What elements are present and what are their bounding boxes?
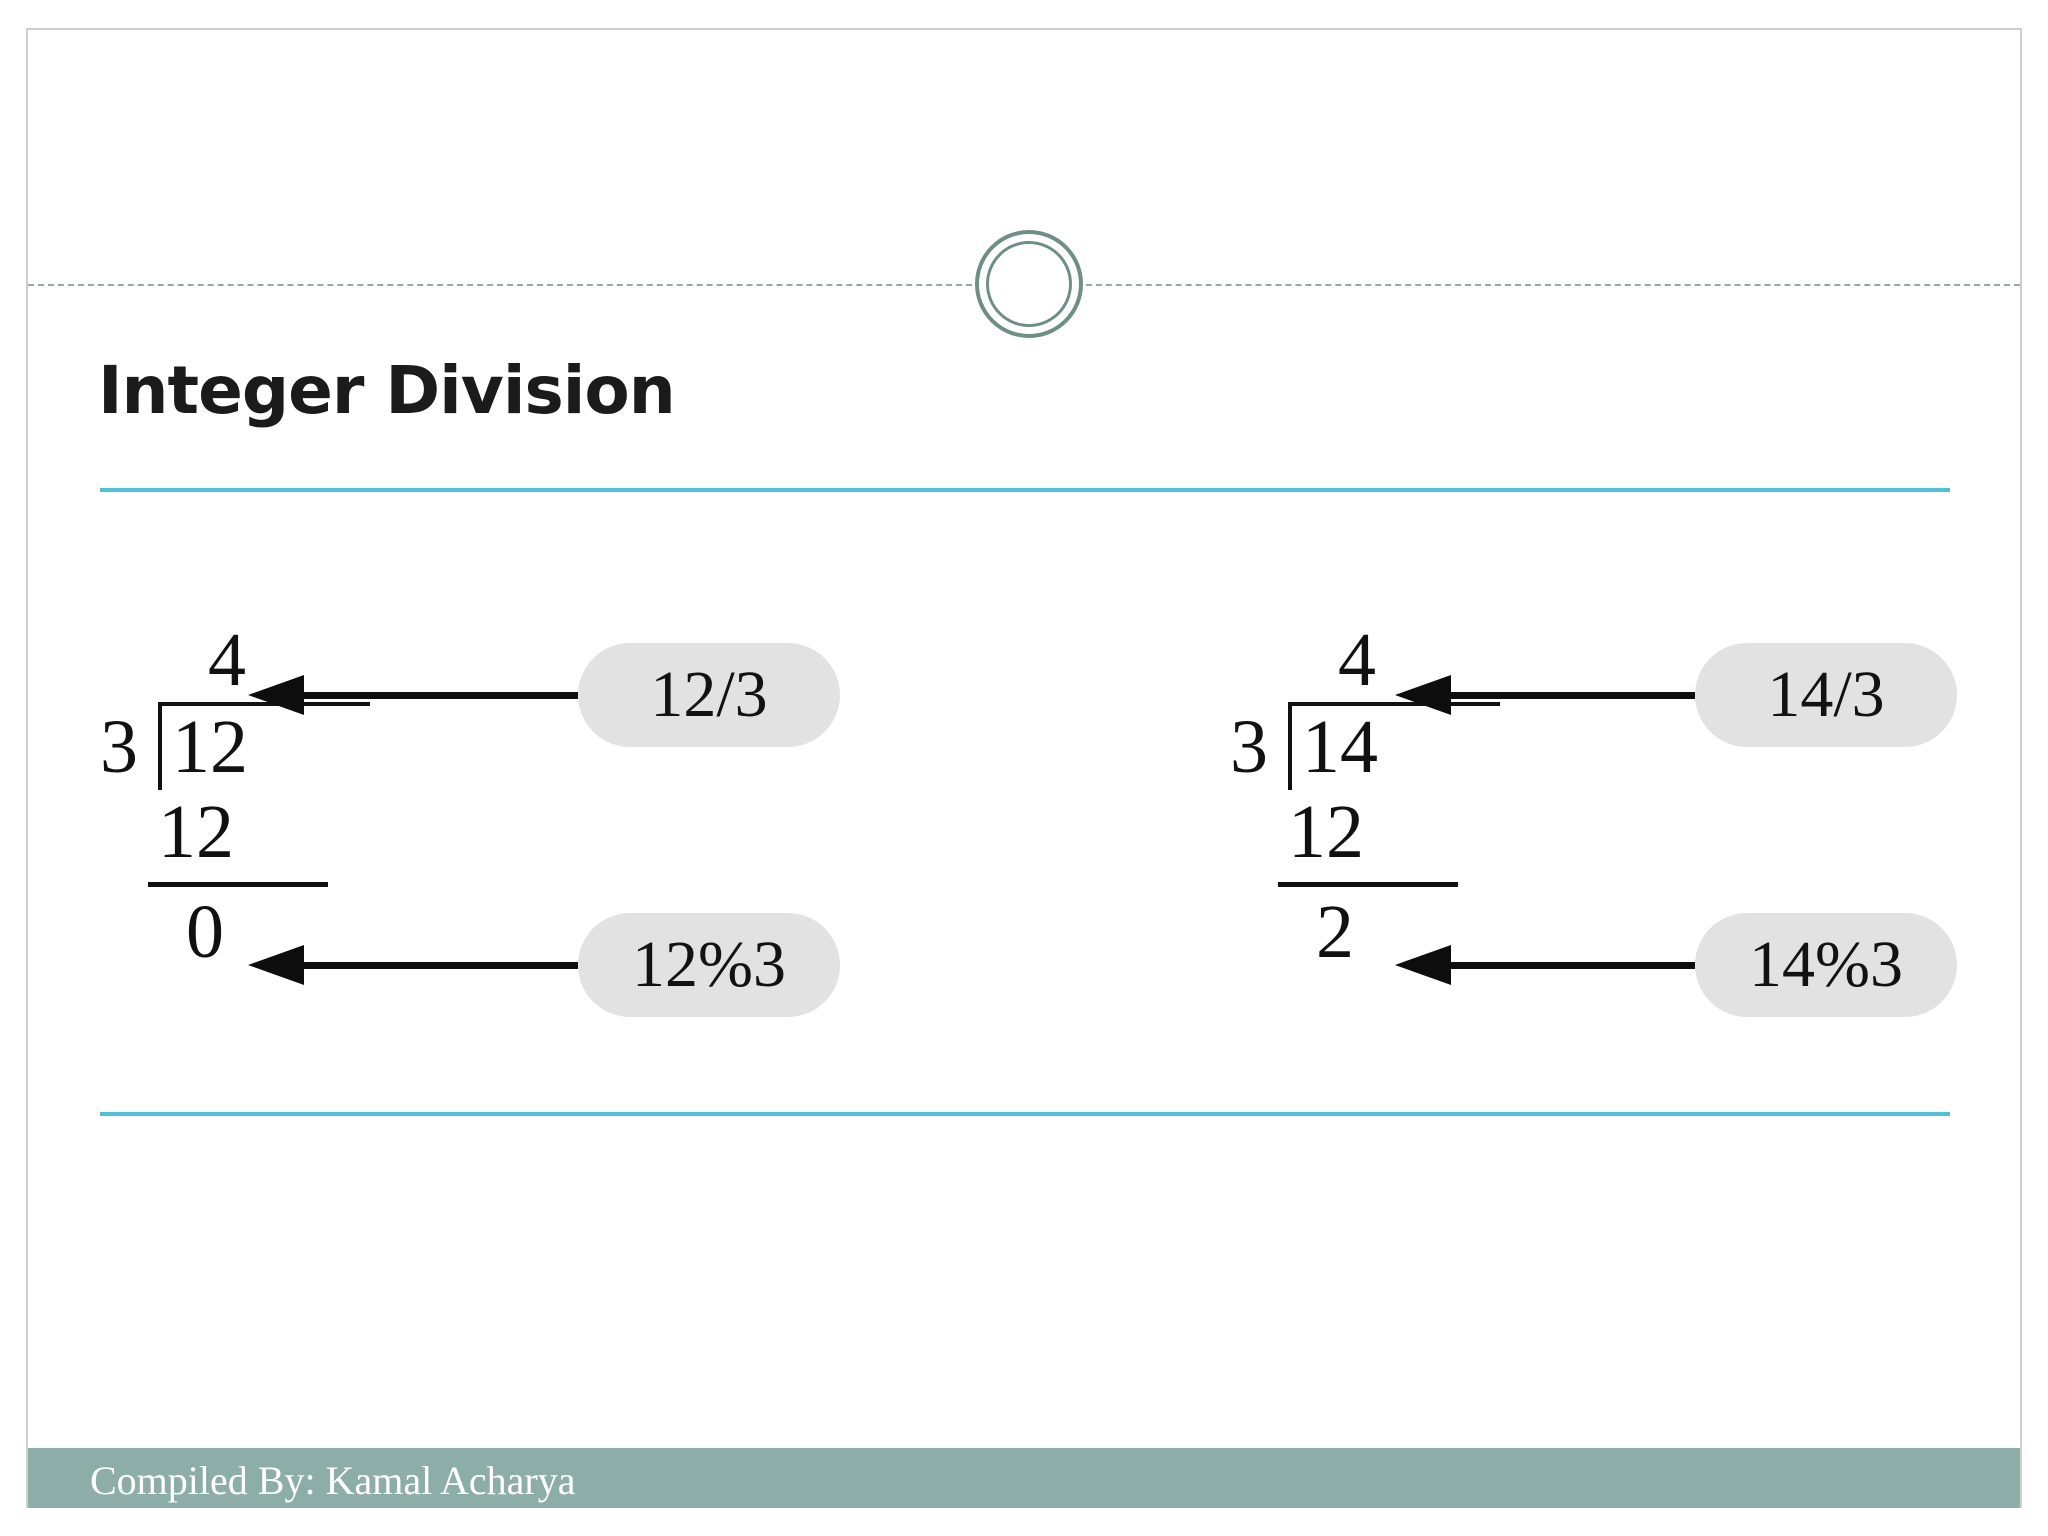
subtraction-rule-right: [1278, 882, 1458, 887]
accent-rule-bottom: [100, 1112, 1950, 1116]
divisor-value-left: 3: [100, 705, 138, 789]
quotient-value-right: 4: [1338, 618, 1376, 702]
arrow-shaft: [1433, 962, 1695, 969]
quotient-value-left: 4: [208, 618, 246, 702]
bracket-lines-right: [1288, 702, 1500, 790]
callout-quotient-right: 14/3: [1695, 643, 1957, 747]
accent-rule-top: [100, 488, 1950, 492]
remainder-value-right: 2: [1316, 890, 1354, 974]
subtrahend-value-left: 12: [158, 790, 234, 874]
arrow-to-remainder-left: [248, 945, 578, 985]
arrow-to-quotient-left: [248, 675, 578, 715]
footer-attribution: Compiled By: Kamal Acharya: [90, 1458, 576, 1503]
subtraction-rule-left: [148, 882, 328, 887]
footer-bar: [28, 1448, 2020, 1508]
page-title: Integer Division: [98, 352, 676, 429]
remainder-value-left: 0: [186, 890, 224, 974]
arrow-to-quotient-right: [1395, 675, 1695, 715]
arrow-shaft: [286, 692, 578, 699]
arrow-to-remainder-right: [1395, 945, 1695, 985]
divisor-value-right: 3: [1230, 705, 1268, 789]
callout-quotient-left: 12/3: [578, 643, 840, 747]
header-ring-icon: [975, 230, 1083, 338]
arrow-shaft: [286, 962, 578, 969]
callout-remainder-right: 14%3: [1695, 913, 1957, 1017]
dividend-value-left: 12: [172, 705, 248, 789]
subtrahend-value-right: 12: [1288, 790, 1364, 874]
arrow-shaft: [1433, 692, 1695, 699]
dividend-value-right: 14: [1302, 705, 1378, 789]
callout-remainder-left: 12%3: [578, 913, 840, 1017]
